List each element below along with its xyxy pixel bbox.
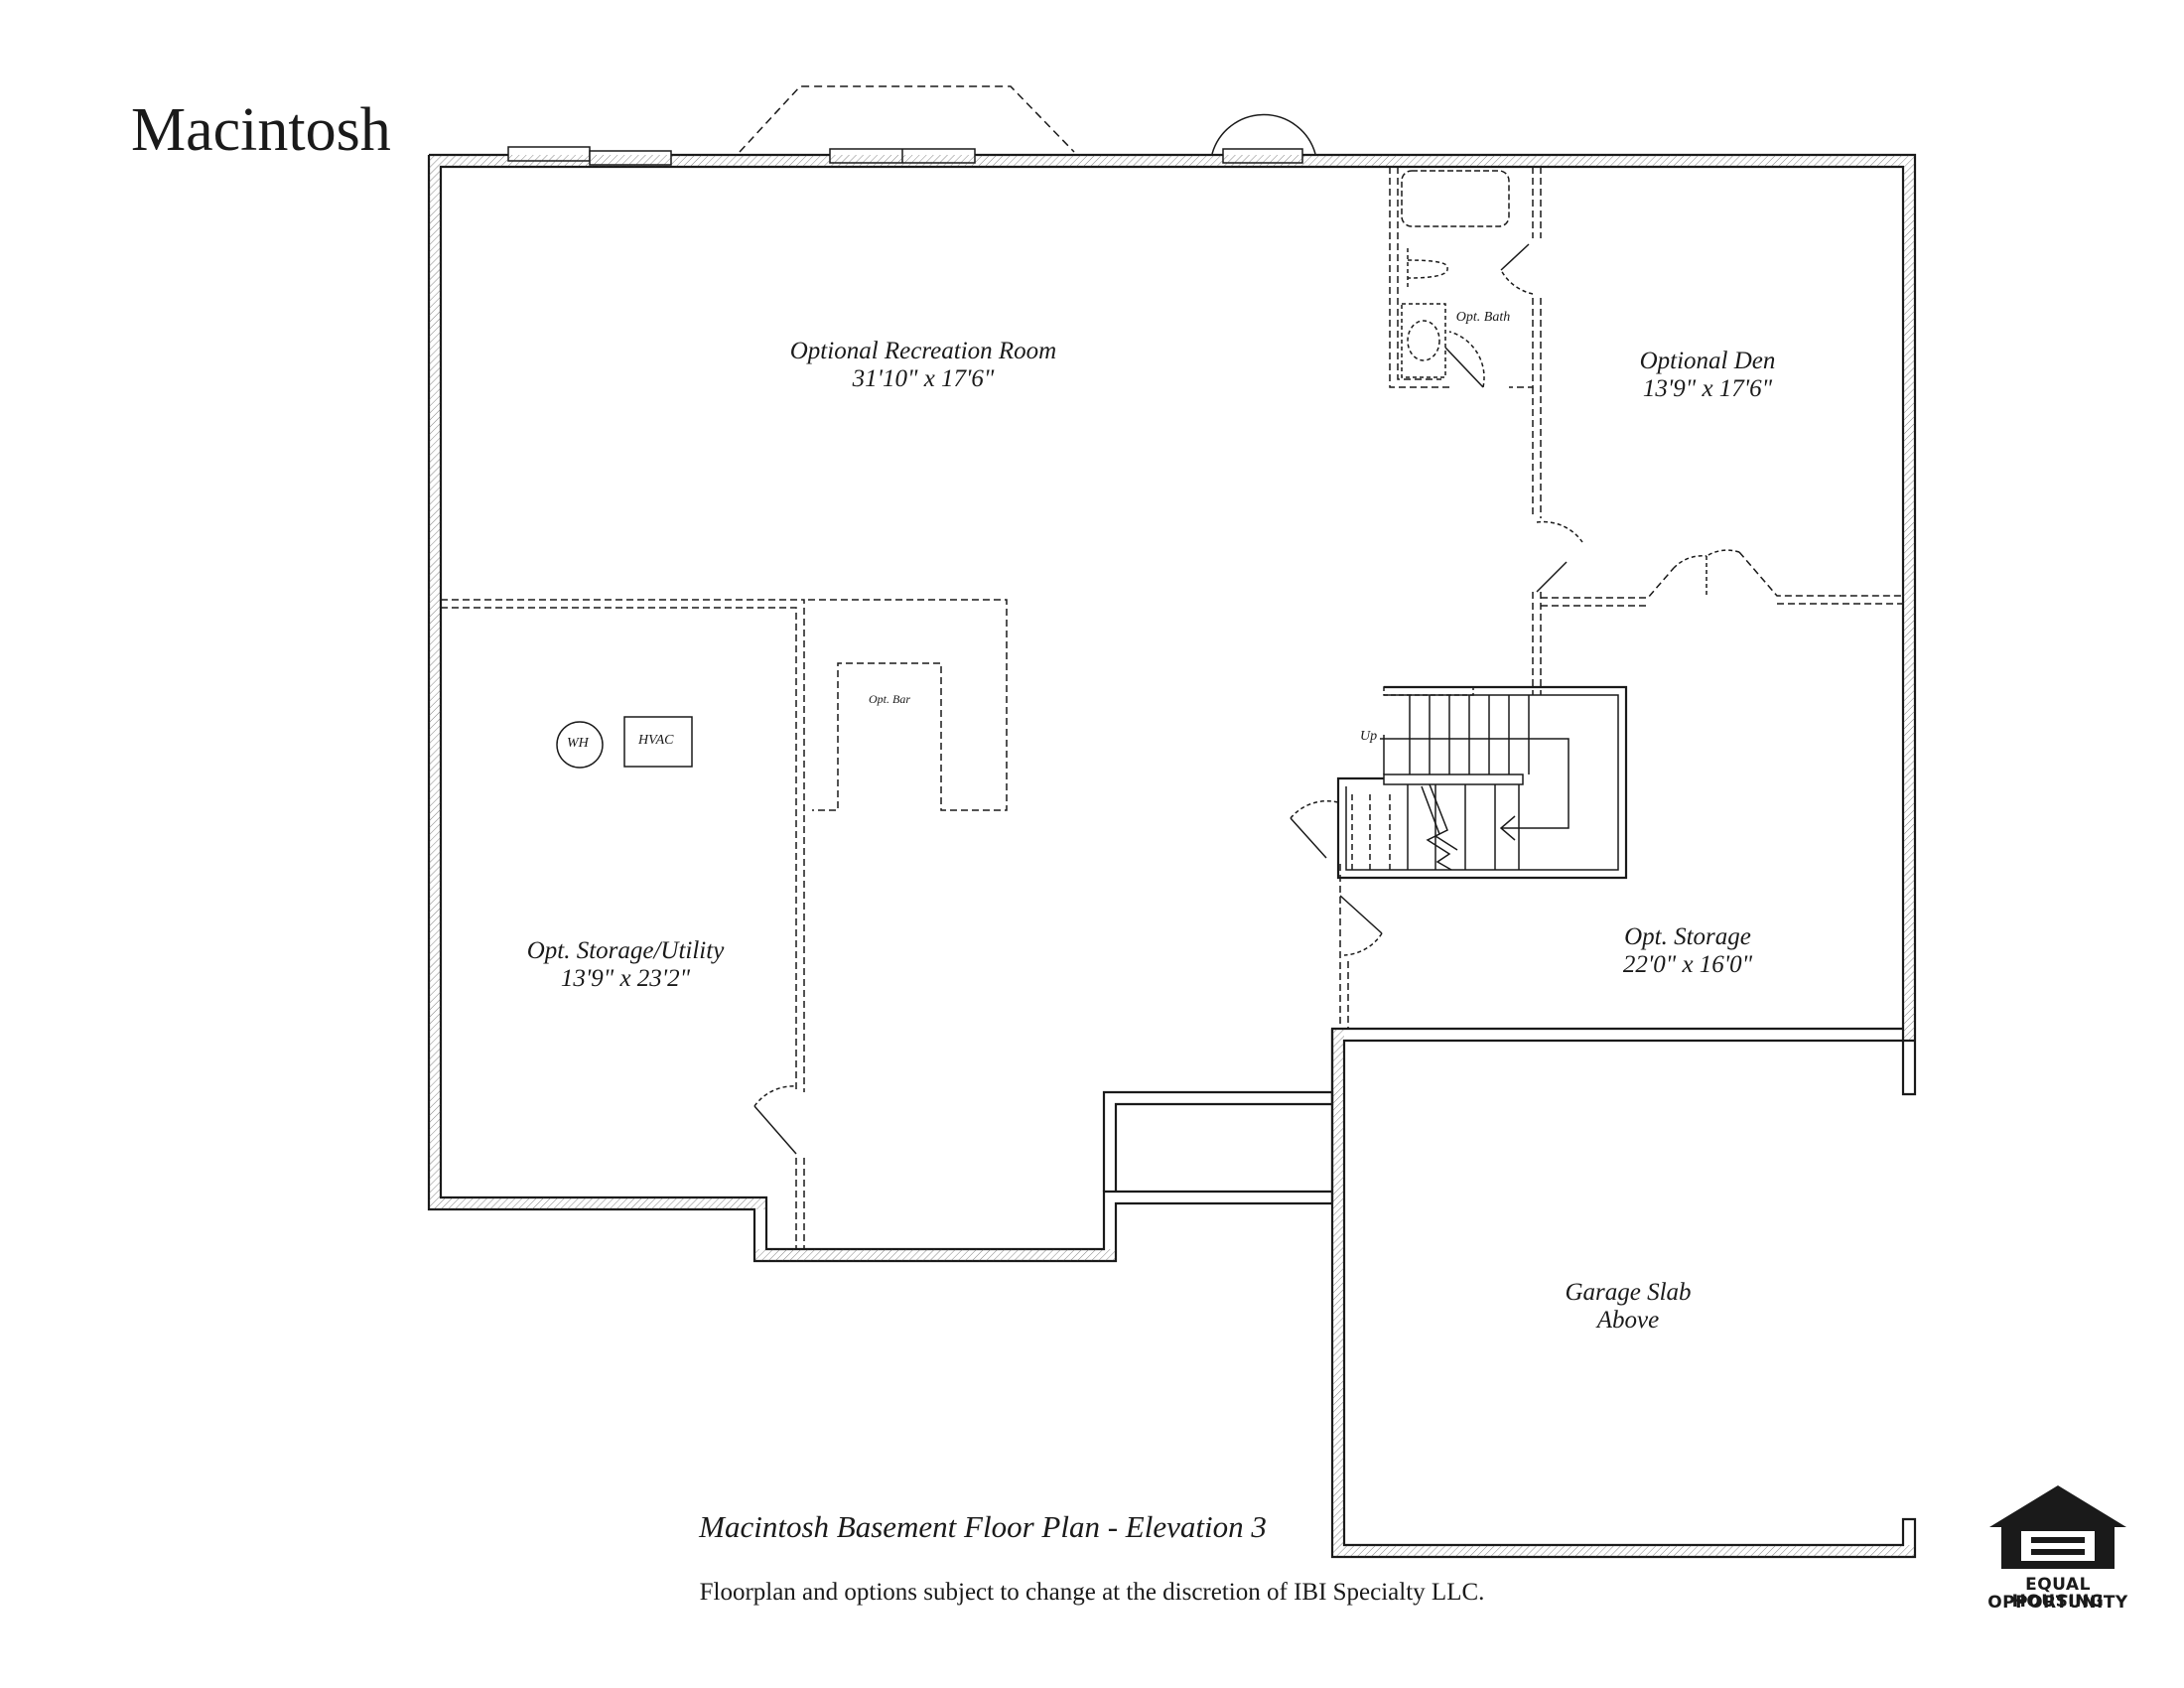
room-name: Garage Slab [1565, 1279, 1692, 1306]
equal-housing-line1: EQUAL HOUSING [2011, 1575, 2105, 1612]
wall-connector [1102, 1090, 1334, 1192]
room-name: Optional Recreation Room [789, 338, 1057, 364]
disclaimer: Floorplan and options subject to change … [699, 1579, 1485, 1606]
room-garage: Garage Slab Above [1529, 1279, 1727, 1334]
room-recreation: Optional Recreation Room 31'10" x 17'6" [774, 338, 1072, 392]
optional-partitions [441, 167, 1903, 1249]
room-bar: Opt. Bar [869, 692, 910, 706]
room-storage: Opt. Storage 22'0" x 16'0" [1569, 923, 1807, 978]
bath-fixtures [1401, 170, 1510, 378]
hvac-label: HVAC [638, 733, 674, 748]
room-dimensions: 22'0" x 16'0" [1622, 950, 1753, 978]
equal-housing-line2: OPPORTUNITY [1987, 1593, 2128, 1613]
equal-housing-logo [1989, 1485, 2126, 1569]
stairs-up-label: Up [1360, 729, 1378, 744]
room-bath: Opt. Bath [1455, 310, 1511, 325]
bay-window [739, 85, 1075, 164]
room-name: Optional Den [1639, 348, 1776, 374]
room-name: Opt. Storage/Utility [526, 937, 725, 964]
room-dimensions: 13'9" x 23'2" [560, 964, 691, 992]
room-note: Above [1596, 1306, 1660, 1334]
plan-caption: Macintosh Basement Floor Plan - Elevatio… [699, 1509, 1267, 1544]
room-dimensions: 13'9" x 17'6" [1642, 374, 1773, 402]
room-den: Optional Den 13'9" x 17'6" [1588, 348, 1827, 402]
water-heater-symbol [556, 721, 604, 769]
room-dimensions: 31'10" x 17'6" [852, 364, 995, 392]
plan-title: Macintosh [131, 96, 391, 164]
hvac-symbol [623, 716, 693, 768]
room-name: Opt. Storage [1624, 923, 1751, 950]
water-heater-label: WH [567, 736, 589, 751]
door-swings [753, 243, 1740, 1155]
room-storage-utility: Opt. Storage/Utility 13'9" x 23'2" [496, 937, 754, 992]
stairs [1336, 685, 1628, 880]
